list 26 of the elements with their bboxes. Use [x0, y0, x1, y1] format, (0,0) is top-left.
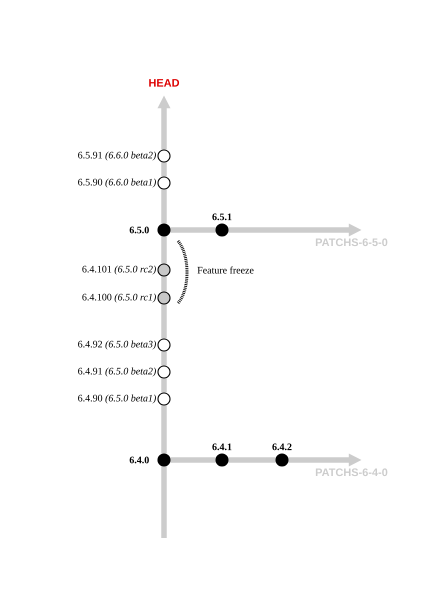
node-label: 6.4.0 [130, 456, 149, 464]
branch-line [161, 406, 167, 454]
annotation-text: Feature freeze [197, 266, 254, 274]
node-label: 6.4.90 (6.5.0 beta1) [78, 394, 156, 404]
node-label: 6.5.90 (6.6.0 beta1) [78, 178, 156, 188]
branch-line [170, 457, 216, 463]
branch-line [161, 378, 167, 392]
node-label: 6.4.92 (6.5.0 beta3) [78, 340, 156, 350]
node-label: 6.4.2 [272, 444, 292, 450]
branch-line [161, 276, 167, 292]
node-label: 6.4.91 (6.5.0 beta2) [78, 367, 156, 377]
branch-line [161, 162, 167, 176]
node-label: 6.5.1 [212, 214, 232, 220]
branch-line [170, 227, 216, 233]
node-label: 6.5.91 (6.6.0 beta2) [78, 151, 156, 161]
branch-line [161, 466, 167, 538]
node-label: 6.4.100 (6.5.0 rc1) [82, 293, 156, 303]
node-label: 6.4.1 [212, 444, 232, 450]
node-label: 6.5.0 [130, 226, 149, 234]
node-label: 6.4.101 (6.5.0 rc2) [82, 265, 156, 275]
branch-label: HEAD [149, 79, 180, 87]
branch-line [161, 304, 167, 338]
branch-line [161, 236, 167, 264]
branch-line [161, 190, 167, 224]
branch-line [161, 352, 167, 366]
branch-line [228, 457, 276, 463]
